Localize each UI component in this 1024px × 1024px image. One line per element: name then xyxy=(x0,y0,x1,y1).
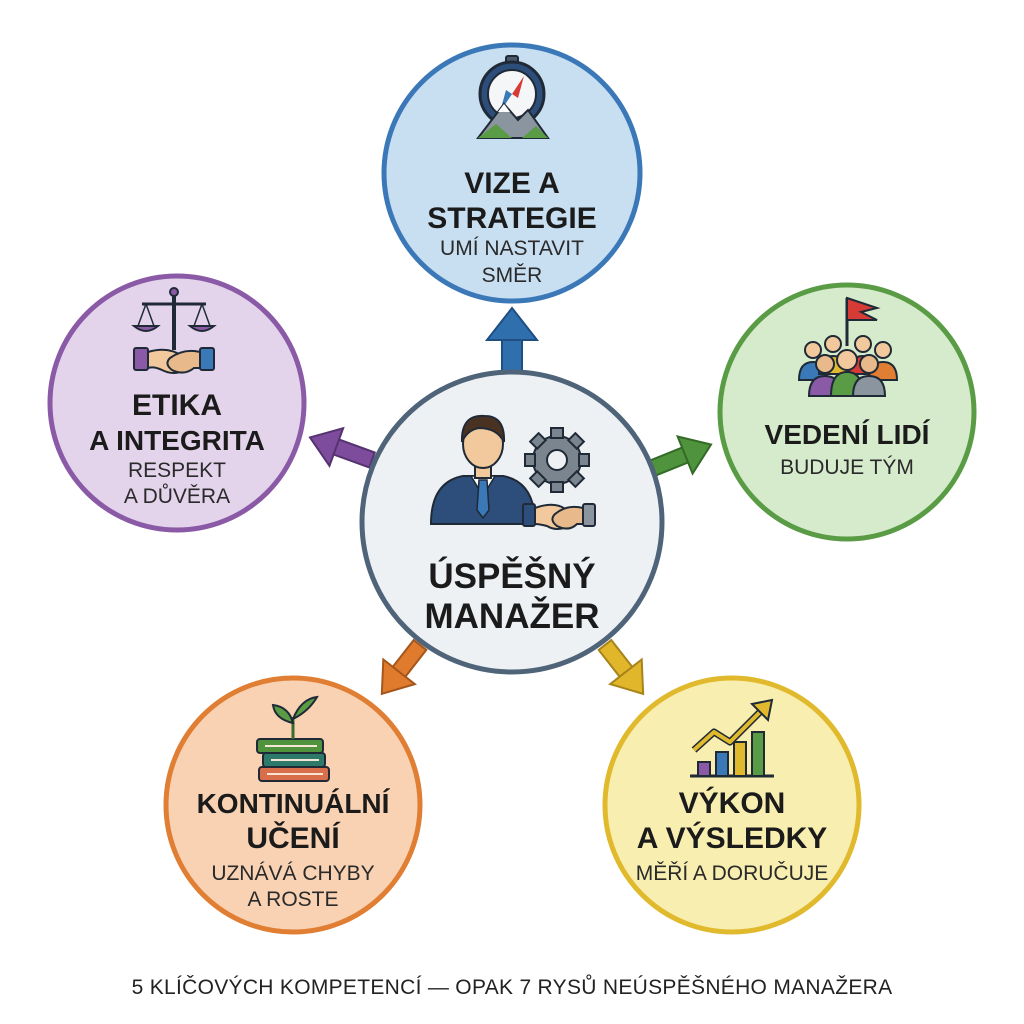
uceni-subtitle-line-2: A ROSTE xyxy=(247,888,338,911)
etika-subtitle-line-2: A DŮVĚRA xyxy=(124,484,230,508)
vedeni-title: VEDENÍ LIDÍ xyxy=(765,419,931,450)
etika-subtitle-line-1: RESPEKT xyxy=(128,459,226,482)
vykon-subtitle: MĚŘÍ A DORUČUJE xyxy=(636,862,829,885)
center-title-line-2: MANAŽER xyxy=(425,596,600,636)
handshake-icon xyxy=(522,503,596,530)
vykon-title-line-2: A VÝSLEDKY xyxy=(637,821,828,855)
uceni-title-line-1: KONTINUÁLNÍ xyxy=(197,788,391,819)
gear-icon xyxy=(524,427,590,493)
vize-title-line-2: STRATEGIE xyxy=(427,202,596,235)
arrow-to-etika xyxy=(308,426,377,469)
arrows xyxy=(308,306,713,696)
uceni-subtitle-line-1: UZNÁVÁ CHYBY xyxy=(211,862,374,885)
node-etika: ETIKA A INTEGRITA RESPEKT A DŮVĚRA xyxy=(47,273,307,533)
compass-mountain-icon xyxy=(475,55,550,139)
vedeni-subtitle: BUDUJE TÝM xyxy=(780,456,914,479)
vize-subtitle-line-1: UMÍ NASTAVIT xyxy=(440,237,584,260)
uceni-title-line-2: UČENÍ xyxy=(246,821,340,855)
manager-avatar-icon xyxy=(429,414,537,525)
vize-title-line-1: VIZE A xyxy=(464,167,560,200)
arrow-to-vykon xyxy=(597,638,645,696)
node-center: ÚSPĚŠNÝ MANAŽER xyxy=(359,369,665,675)
scales-handshake-icon xyxy=(131,287,217,374)
manager-handshake-gear-icon xyxy=(429,414,596,530)
etika-title-line-2: A INTEGRITA xyxy=(89,425,265,456)
etika-title-line-1: ETIKA xyxy=(132,389,222,422)
footer-caption: 5 KLÍČOVÝCH KOMPETENCÍ — OPAK 7 RYSŮ NEÚ… xyxy=(131,976,893,999)
node-vize: VIZE A STRATEGIE UMÍ NASTAVIT SMĚR xyxy=(381,42,643,304)
bar-chart-growth-icon xyxy=(690,698,774,778)
node-uceni: KONTINUÁLNÍ UČENÍ UZNÁVÁ CHYBY A ROSTE xyxy=(163,675,423,935)
node-vykon: VÝKON A VÝSLEDKY MĚŘÍ A DORUČUJE xyxy=(602,675,862,935)
vize-subtitle-line-2: SMĚR xyxy=(482,264,543,287)
team-flag-icon xyxy=(797,296,899,397)
arrow-to-uceni xyxy=(380,638,428,696)
center-title-line-1: ÚSPĚŠNÝ xyxy=(428,556,595,596)
node-vedeni: VEDENÍ LIDÍ BUDUJE TÝM xyxy=(717,282,977,542)
vykon-title-line-1: VÝKON xyxy=(679,786,786,820)
books-sprout-icon xyxy=(256,695,330,782)
